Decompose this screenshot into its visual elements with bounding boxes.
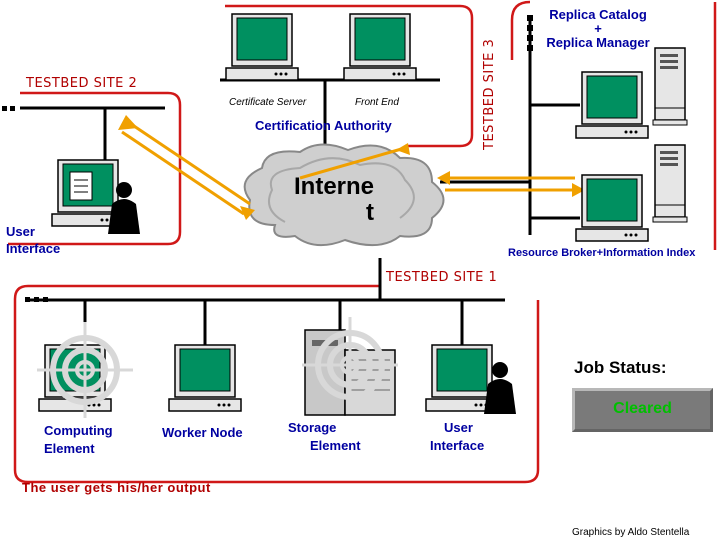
worker-node-label: Worker Node xyxy=(162,425,243,440)
front-end-label: Front End xyxy=(355,97,399,108)
storage-line1: Storage xyxy=(288,420,337,435)
site1-user-interface-label: User Interface xyxy=(430,419,484,455)
resource-broker-tower xyxy=(652,144,688,223)
computing-line1: Computing xyxy=(44,423,113,438)
job-status-label: Job Status: xyxy=(574,358,667,377)
site1-border xyxy=(13,284,540,484)
site3-backbone xyxy=(440,15,580,235)
internet-line2: t xyxy=(366,199,375,226)
job-status-value: Cleared xyxy=(613,400,672,417)
site-ca-border xyxy=(225,4,474,148)
replica-line2: + xyxy=(594,21,602,36)
resource-broker-monitor xyxy=(575,174,649,242)
site2-ui-line2: Interface xyxy=(6,241,61,256)
site2-user-interface-label: User Interface xyxy=(6,223,60,257)
site2-ui-line1: User xyxy=(6,224,35,239)
site2-border xyxy=(8,91,182,246)
replica-manager-tower xyxy=(652,47,688,126)
ca-backbone xyxy=(220,72,440,150)
front-end-computer xyxy=(343,13,417,81)
arrows xyxy=(118,115,585,220)
certificate-server-computer xyxy=(225,13,299,81)
storage-element-label: Storage Element xyxy=(288,419,361,455)
internet-cloud xyxy=(243,143,445,247)
replica-line1: Replica Catalog xyxy=(549,7,647,22)
graphics-credit: Graphics by Aldo Stentella xyxy=(572,527,690,538)
replica-catalog-label: Replica Catalog + Replica Manager xyxy=(542,8,654,50)
replica-manager-monitor xyxy=(575,71,649,139)
job-status-box: Cleared xyxy=(572,388,713,432)
worker-node-computer xyxy=(168,344,242,412)
storage-line2: Element xyxy=(310,438,361,453)
site3-border xyxy=(510,0,531,60)
certification-authority-label: Certification Authority xyxy=(255,118,392,133)
site1-ui-line1: User xyxy=(444,420,473,435)
internet-line1: Interne xyxy=(294,173,375,200)
resource-broker-label: Resource Broker+Information Index xyxy=(508,247,696,259)
replica-line3: Replica Manager xyxy=(546,35,650,50)
site1-ui-line2: Interface xyxy=(430,438,485,453)
site2-label: TESTBED SITE 2 xyxy=(26,76,138,91)
site2-user-interface-computer xyxy=(51,159,125,227)
computing-element-label: Computing Element xyxy=(44,422,113,458)
output-message: The user gets his/her output xyxy=(22,480,211,495)
site1-label: TESTBED SITE 1 xyxy=(386,270,498,285)
certificate-server-label: Certificate Server xyxy=(229,97,307,108)
site3-label: TESTBED SITE 3 xyxy=(482,38,497,150)
computing-line2: Element xyxy=(44,441,95,456)
internet-label: Interne t xyxy=(294,174,374,226)
